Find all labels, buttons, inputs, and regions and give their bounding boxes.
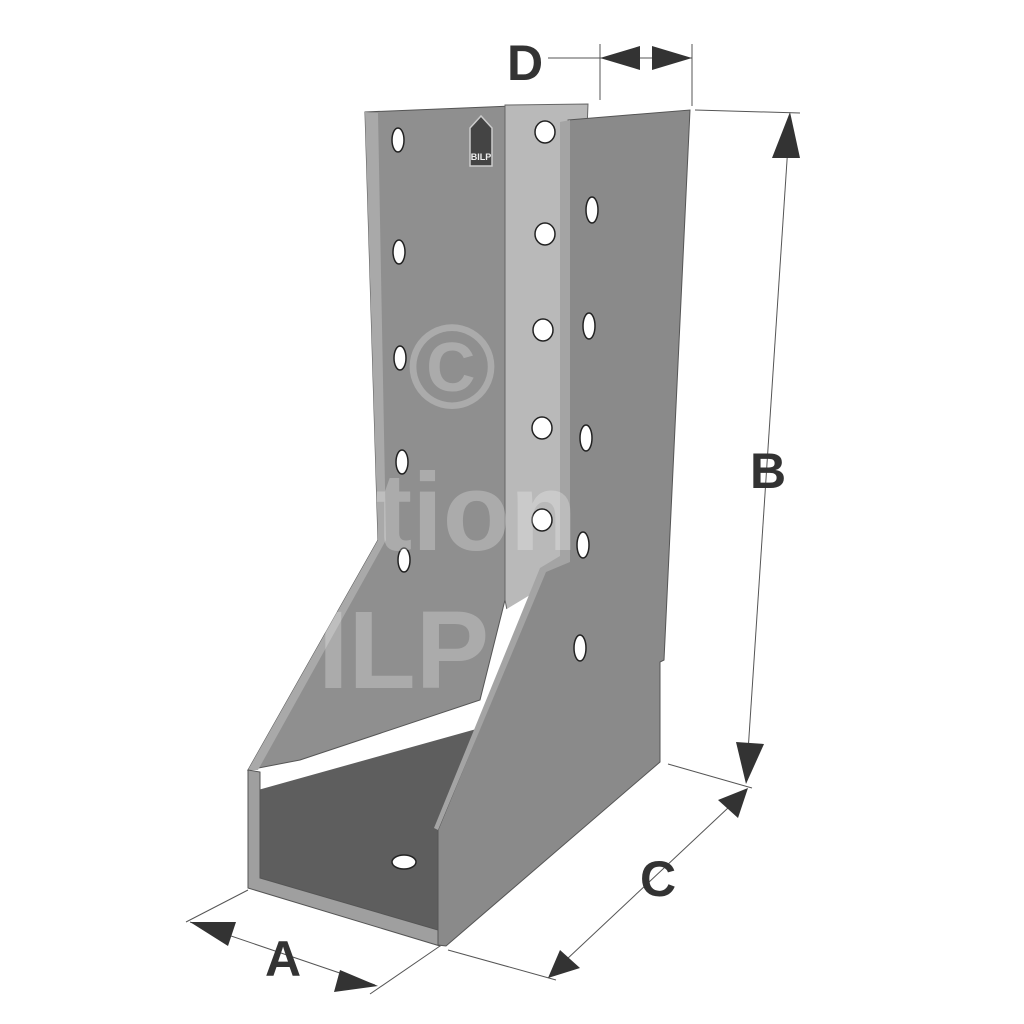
dimension-label-a: A [265, 931, 301, 987]
fastener-holes [391, 120, 599, 870]
arrow-d-right [652, 46, 692, 70]
svg-text:ition: ition [345, 451, 577, 574]
dimension-label-c: C [640, 851, 676, 907]
arrow-a-left [190, 922, 236, 946]
arrow-a-right [334, 970, 378, 992]
arrow-d-left [600, 46, 640, 70]
svg-text:ILP: ILP [318, 589, 489, 712]
arrow-c-bottom [548, 950, 580, 978]
watermark: © ition ILP [318, 300, 577, 712]
svg-text:BILP: BILP [471, 152, 492, 162]
svg-text:©: © [408, 300, 496, 434]
dimension-arrows [190, 46, 800, 992]
dimension-label-d: D [507, 35, 543, 91]
dimension-label-b: B [750, 443, 786, 499]
left-plate-edge [248, 112, 386, 770]
arrow-b-top [772, 112, 800, 158]
arrow-b-bottom [736, 742, 764, 784]
arrow-c-top [718, 788, 748, 818]
floor-plate [258, 728, 480, 930]
bilp-logo: BILP [469, 114, 493, 167]
